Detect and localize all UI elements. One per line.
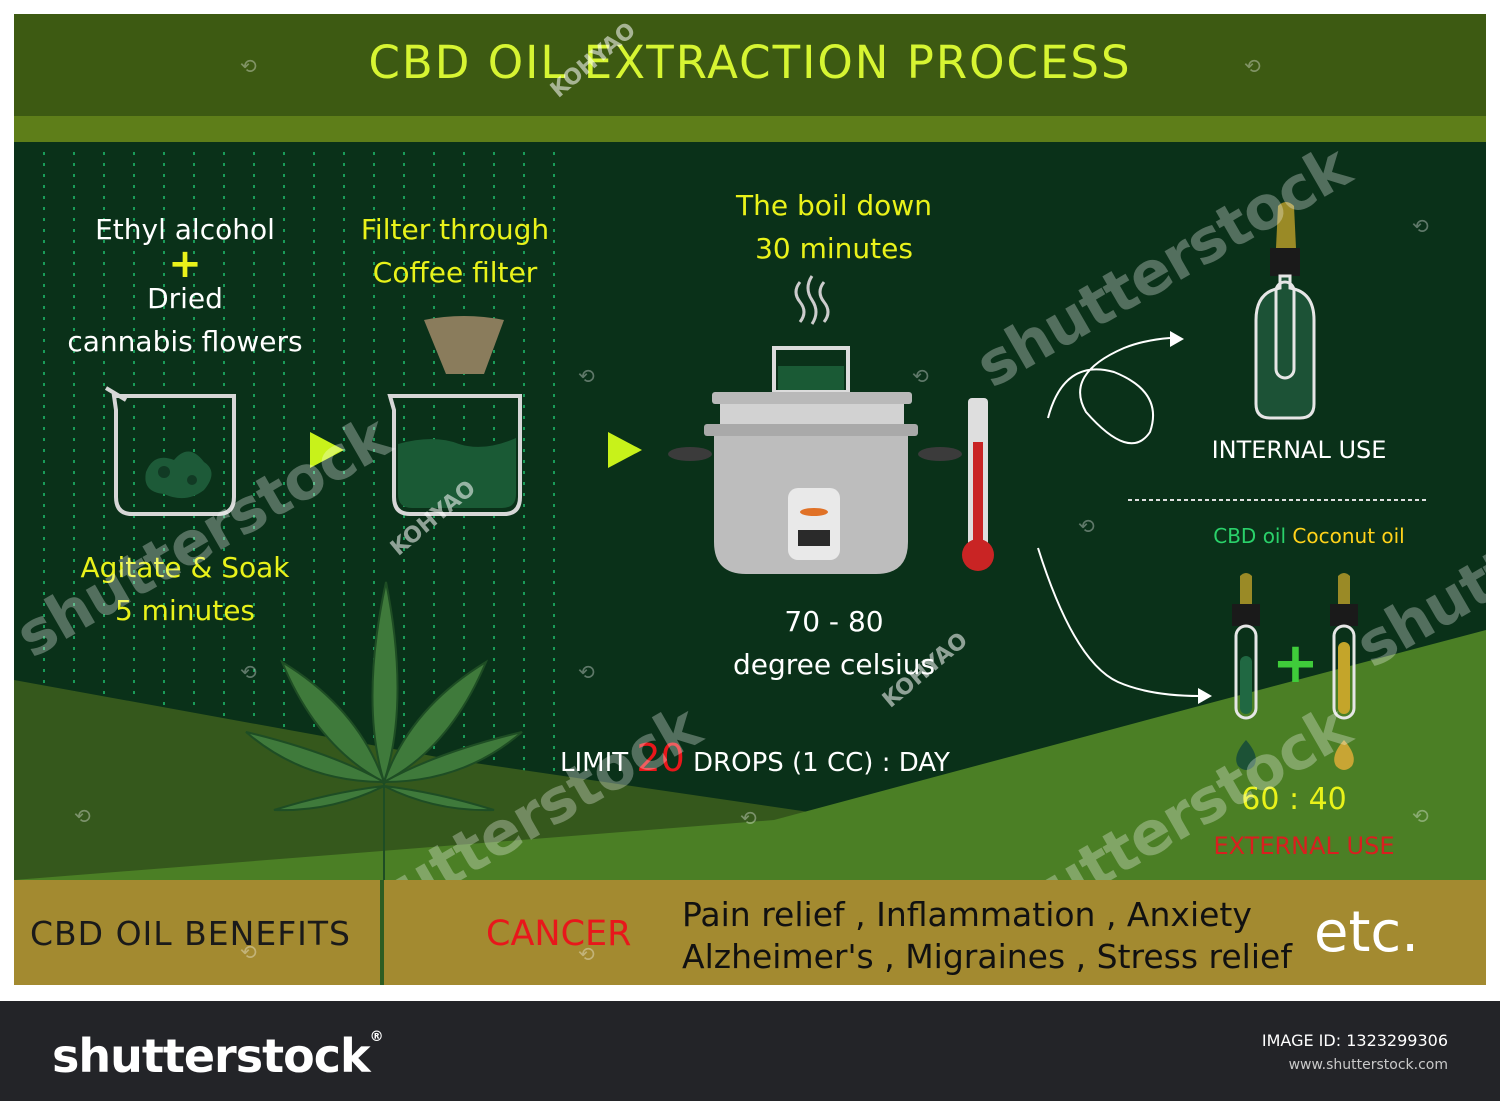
image-id-label: IMAGE ID: bbox=[1261, 1031, 1342, 1050]
watermark-icon: ⟲ bbox=[740, 806, 757, 830]
cbd-dropper-icon bbox=[1232, 573, 1260, 770]
limit-number: 20 bbox=[636, 736, 685, 780]
step-1-label: Ethyl alcohol + Dried cannabis flowers bbox=[40, 208, 330, 363]
watermark-icon: ⟲ bbox=[1412, 214, 1429, 238]
thermometer-icon bbox=[962, 398, 994, 571]
benefits-footer: CBD OIL BENEFITS CANCER Pain relief , In… bbox=[14, 880, 1486, 985]
watermark-icon: ⟲ bbox=[240, 940, 257, 964]
shutterstock-logo: shutterstock® bbox=[52, 1029, 384, 1083]
benefits-label: CBD OIL BENEFITS bbox=[30, 914, 352, 953]
page-title: CBD OIL EXTRACTION PROCESS bbox=[368, 36, 1132, 89]
benefits-line-1: Pain relief , Inflammation , Anxiety bbox=[682, 895, 1252, 934]
cancer-label: CANCER bbox=[486, 914, 632, 954]
watermark-icon: ⟲ bbox=[1412, 804, 1429, 828]
limit-suffix: DROPS (1 CC) : DAY bbox=[693, 748, 950, 778]
step-1-line-2: Dried bbox=[147, 282, 223, 315]
watermark-icon: ⟲ bbox=[1078, 514, 1095, 538]
watermark-icon: ⟲ bbox=[578, 364, 595, 388]
step-1-line-3: cannabis flowers bbox=[67, 325, 303, 358]
brand-text: shutterstock bbox=[52, 1029, 371, 1083]
benefits-list: Pain relief , Inflammation , Anxiety Alz… bbox=[682, 894, 1292, 978]
temperature-line-1: 70 - 80 bbox=[784, 605, 884, 638]
cbd-oil-label: CBD oil bbox=[1213, 524, 1287, 548]
watermark-icon: ⟲ bbox=[240, 54, 257, 78]
step-3-line-2: 30 minutes bbox=[755, 232, 913, 265]
ratio-label: 60 : 40 bbox=[1241, 782, 1347, 817]
mix-plus: + bbox=[1272, 631, 1319, 696]
step-2-label: Filter through Coffee filter bbox=[330, 208, 580, 294]
header-bar: CBD OIL EXTRACTION PROCESS bbox=[14, 14, 1486, 116]
watermark-icon: ⟲ bbox=[240, 660, 257, 684]
watermark-icon: ⟲ bbox=[1244, 54, 1261, 78]
step-3-line-1: The boil down bbox=[736, 189, 932, 222]
step-1-line-1: Ethyl alcohol bbox=[95, 213, 275, 246]
infographic: CBD OIL EXTRACTION PROCESS bbox=[14, 14, 1486, 985]
shutterstock-bar: shutterstock® IMAGE ID: 1323299306 www.s… bbox=[0, 1001, 1500, 1101]
etc-label: etc. bbox=[1314, 900, 1419, 965]
steam-icon bbox=[794, 275, 830, 325]
watermark-icon: ⟲ bbox=[74, 804, 91, 828]
step-1-action-line-1: Agitate & Soak bbox=[80, 551, 290, 584]
curve-arrows bbox=[1037, 331, 1212, 704]
step-1-action-line-2: 5 minutes bbox=[114, 594, 256, 627]
step-2-line-1: Filter through bbox=[360, 213, 550, 246]
internal-use-label: INTERNAL USE bbox=[1211, 436, 1387, 464]
header-stripe bbox=[14, 116, 1486, 142]
process-panel: Ethyl alcohol + Dried cannabis flowers A… bbox=[14, 132, 1486, 962]
beaker-1-icon bbox=[104, 386, 236, 516]
arrow-right-icon bbox=[608, 432, 642, 468]
arrow-right-icon bbox=[310, 432, 344, 468]
watermark-icon: ⟲ bbox=[578, 660, 595, 684]
image-id-value: 1323299306 bbox=[1346, 1031, 1448, 1050]
coconut-oil-label: Coconut oil bbox=[1292, 524, 1405, 548]
leaf-stem bbox=[380, 880, 384, 985]
image-id: IMAGE ID: 1323299306 bbox=[1262, 1031, 1448, 1050]
dropper-bottle-icon bbox=[1254, 202, 1316, 420]
oil-labels: CBD oil Coconut oil bbox=[1164, 524, 1454, 548]
external-use-label: EXTERNAL USE bbox=[1213, 832, 1395, 860]
step-1-plus: + bbox=[168, 241, 202, 287]
step-3-label: The boil down 30 minutes bbox=[694, 184, 974, 270]
limit-prefix: LIMIT bbox=[560, 748, 629, 778]
watermark-icon: ⟲ bbox=[912, 364, 929, 388]
registered-mark: ® bbox=[369, 1029, 384, 1045]
coconut-dropper-icon bbox=[1330, 573, 1358, 770]
process-graphics bbox=[14, 152, 1486, 880]
watermark-icon: ⟲ bbox=[578, 942, 595, 966]
temperature-line-2: degree celsius bbox=[732, 648, 936, 681]
beaker-2-icon bbox=[387, 316, 522, 516]
site-url: www.shutterstock.com bbox=[1288, 1057, 1448, 1073]
benefits-line-2: Alzheimer's , Migraines , Stress relief bbox=[682, 937, 1292, 976]
temperature-label: 70 - 80 degree celsius bbox=[694, 600, 974, 686]
hill-light bbox=[14, 630, 1486, 880]
cannabis-leaf-icon bbox=[245, 581, 523, 880]
step-2-line-2: Coffee filter bbox=[372, 256, 538, 289]
dosage-limit: LIMIT 20 DROPS (1 CC) : DAY bbox=[560, 736, 1000, 780]
step-1-action-label: Agitate & Soak 5 minutes bbox=[40, 546, 330, 632]
rice-cooker-icon bbox=[668, 346, 962, 574]
